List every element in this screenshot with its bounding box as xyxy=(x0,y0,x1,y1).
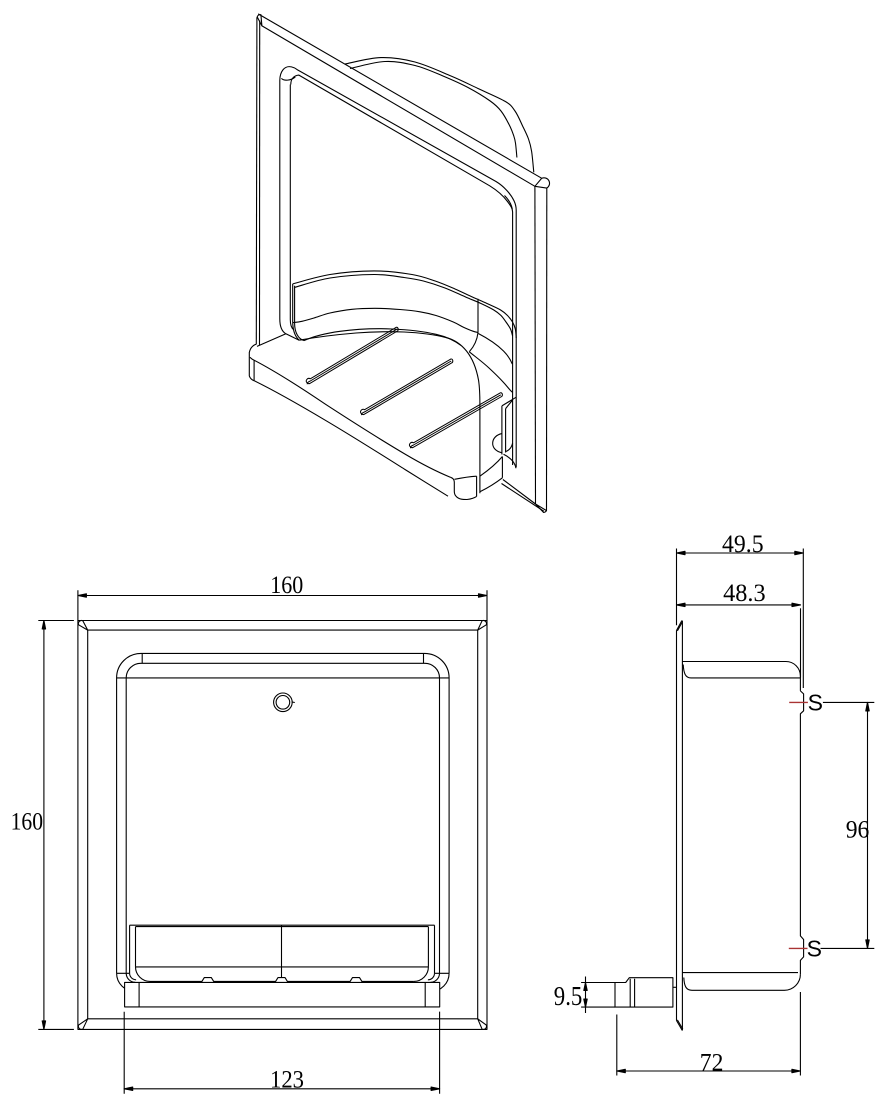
svg-text:49.5: 49.5 xyxy=(722,529,764,558)
svg-text:S: S xyxy=(807,935,822,961)
svg-text:160: 160 xyxy=(11,807,43,836)
svg-text:48.3: 48.3 xyxy=(723,578,766,607)
svg-text:9.5: 9.5 xyxy=(554,980,583,1011)
svg-text:123: 123 xyxy=(270,1065,304,1094)
svg-text:96: 96 xyxy=(846,815,870,844)
svg-text:160: 160 xyxy=(270,570,303,599)
svg-text:72: 72 xyxy=(700,1048,724,1077)
svg-text:S: S xyxy=(808,689,823,715)
